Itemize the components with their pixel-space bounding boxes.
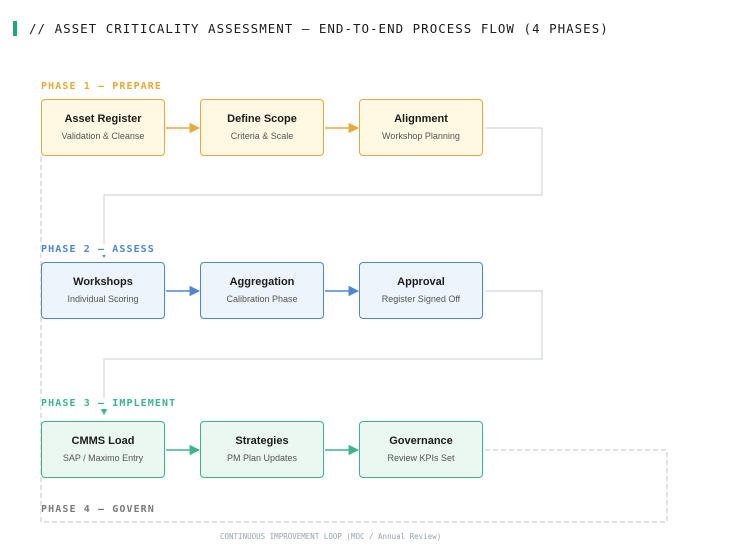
step-workshops: Workshops Individual Scoring — [41, 262, 165, 319]
step-subtitle: SAP / Maximo Entry — [62, 453, 144, 463]
step-title: Asset Register — [64, 113, 142, 125]
step-subtitle: PM Plan Updates — [226, 453, 298, 463]
step-subtitle: Calibration Phase — [226, 294, 298, 304]
step-alignment: Alignment Workshop Planning — [359, 99, 483, 156]
step-approval: Approval Register Signed Off — [359, 262, 483, 319]
step-define-scope: Define Scope Criteria & Scale — [200, 99, 324, 156]
step-title: Define Scope — [227, 113, 297, 125]
step-title: Governance — [389, 435, 453, 447]
step-subtitle: Workshop Planning — [382, 131, 460, 141]
step-subtitle: Criteria & Scale — [230, 131, 294, 141]
step-title: Aggregation — [229, 276, 295, 288]
step-subtitle: Review KPIs Set — [387, 453, 455, 463]
phase-1-label: PHASE 1 — PREPARE — [41, 81, 165, 92]
step-title: CMMS Load — [71, 435, 135, 447]
step-governance: Governance Review KPIs Set — [359, 421, 483, 478]
step-title: Alignment — [394, 113, 448, 125]
title-accent-bar — [13, 21, 17, 36]
diagram-title: // ASSET CRITICALITY ASSESSMENT — END-TO… — [29, 21, 609, 36]
step-title: Approval — [397, 276, 445, 288]
step-title: Strategies — [235, 435, 289, 447]
step-strategies: Strategies PM Plan Updates — [200, 421, 324, 478]
phase1-to-phase2-connector — [103, 127, 543, 256]
step-asset-register: Asset Register Validation & Cleanse — [41, 99, 165, 156]
step-subtitle: Individual Scoring — [67, 294, 139, 304]
phase-4-label: PHASE 4 — GOVERN — [41, 504, 157, 515]
phase-3-label: PHASE 3 — IMPLEMENT — [41, 398, 179, 409]
step-title: Workshops — [73, 276, 133, 288]
step-aggregation: Aggregation Calibration Phase — [200, 262, 324, 319]
step-cmms-load: CMMS Load SAP / Maximo Entry — [41, 421, 165, 478]
phase2-to-phase3-connector — [103, 290, 543, 410]
step-subtitle: Validation & Cleanse — [61, 131, 145, 141]
phase-2-label: PHASE 2 — ASSESS — [41, 244, 157, 255]
loop-caption: CONTINUOUS IMPROVEMENT LOOP (MOC / Annua… — [220, 532, 442, 541]
step-subtitle: Register Signed Off — [381, 294, 461, 304]
